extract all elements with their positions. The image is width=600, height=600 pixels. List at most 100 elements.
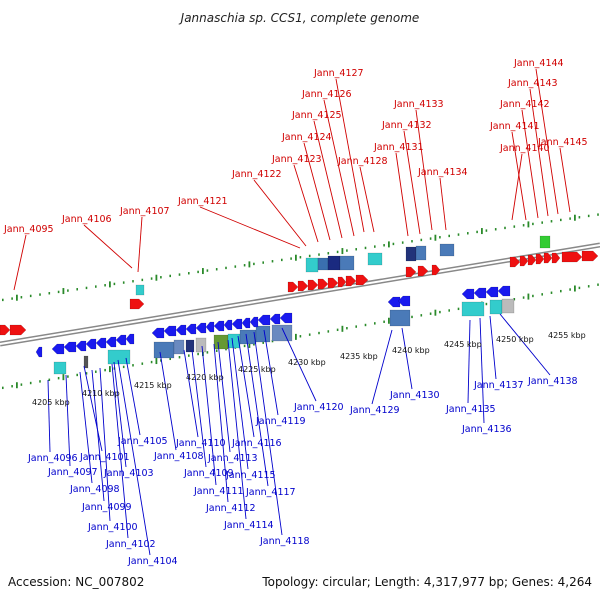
reverse-gene-label: Jann_4115: [225, 470, 276, 481]
reverse-gene-arrow: [85, 338, 97, 350]
reverse-gene-label: Jann_4113: [207, 453, 258, 464]
backbone-layer: [0, 242, 600, 347]
tick-dot: [178, 356, 181, 359]
tick-dot: [513, 297, 516, 301]
tick-dot: [346, 327, 348, 330]
domain-box: [153, 341, 175, 359]
tick-dot: [243, 344, 246, 348]
forward-gene-arrow: [527, 254, 537, 266]
backbone-highlight: [0, 244, 600, 345]
forward-label-line: [303, 142, 331, 241]
tick-major: [481, 228, 483, 235]
reverse-gene-arrow: [249, 316, 259, 328]
domain-box: [213, 334, 229, 350]
tick-dot: [532, 222, 534, 226]
tick-dot: [411, 315, 413, 319]
reverse-label-line: [117, 359, 151, 556]
reverse-label-line: [245, 333, 269, 487]
tick-major: [248, 261, 251, 268]
tick-dot: [141, 362, 144, 365]
forward-label-line: [335, 78, 365, 233]
tick-major: [109, 281, 111, 288]
reverse-gene-arrow: [151, 327, 165, 339]
forward-gene-label: Jann_4144: [513, 58, 564, 69]
tick-dot: [355, 248, 357, 251]
reverse-gene-label: Jann_4104: [127, 556, 178, 567]
forward-label-line: [323, 99, 355, 237]
reverse-gene-label: Jann_4102: [105, 539, 156, 550]
tick-major: [16, 382, 18, 389]
tick-dot: [411, 240, 413, 243]
forward-label-line: [439, 177, 447, 231]
tick-dot: [11, 385, 13, 388]
reverse-gene-arrow: [63, 341, 77, 353]
tick-dot: [327, 252, 330, 255]
reverse-gene-label: Jann_4096: [27, 453, 78, 464]
tick-dot: [271, 260, 274, 263]
forward-gene-label: Jann_4133: [393, 99, 444, 110]
tick-dot: [485, 302, 488, 306]
tick-dot: [76, 373, 78, 377]
reverse-gene-label: Jann_4108: [153, 451, 204, 462]
forward-label-line: [13, 234, 27, 291]
reverse-label-line: [253, 331, 283, 536]
tick-dot: [48, 292, 51, 295]
tick-dot: [253, 343, 255, 346]
tick-dot: [467, 232, 469, 235]
tick-dot: [39, 293, 41, 296]
tick-dot: [364, 323, 367, 327]
tick-major: [62, 374, 65, 381]
reverse-gene-arrow: [35, 346, 43, 358]
domain-box: [53, 361, 67, 375]
tick-dot: [2, 298, 4, 302]
tick-major: [574, 285, 576, 292]
feature-layer: [53, 235, 551, 375]
tick-dot: [271, 339, 274, 343]
tick-dot: [150, 277, 153, 280]
domain-box: [255, 325, 271, 343]
reverse-gene-arrow: [185, 323, 197, 335]
forward-label-line: [83, 224, 133, 269]
reverse-gene-label: Jann_4097: [47, 467, 98, 478]
tick-dot: [2, 386, 4, 390]
tick-dot: [318, 253, 320, 256]
tick-dot: [206, 269, 209, 272]
tick-dot: [513, 225, 516, 228]
forward-gene-arrow: [561, 251, 583, 263]
tick-dot: [346, 249, 348, 252]
scale-label: 4205 kbp: [32, 398, 70, 407]
tick-dot: [225, 347, 227, 351]
reverse-gene-arrow: [269, 313, 281, 325]
tick-dot: [364, 246, 367, 250]
tick-dot: [476, 230, 478, 234]
forward-label-line: [403, 130, 421, 235]
forward-gene-label: Jann_4123: [271, 154, 322, 165]
tick-dot: [522, 296, 525, 299]
forward-gene-label: Jann_4131: [373, 142, 424, 153]
forward-label-line: [529, 88, 549, 217]
tick-dot: [597, 213, 599, 216]
tick-dot: [29, 294, 32, 298]
domain-box: [173, 339, 185, 355]
tick-dot: [160, 359, 162, 362]
reverse-gene-label: Jann_4111: [193, 486, 244, 497]
tick-dot: [253, 262, 255, 266]
tick-dot: [457, 307, 460, 311]
tick-dot: [550, 291, 553, 294]
tick-dot: [95, 285, 97, 288]
tick-dot: [11, 297, 13, 300]
tick-dot: [262, 341, 264, 344]
forward-gene-label: Jann_4127: [313, 68, 364, 79]
forward-gene-label: Jann_4107: [119, 206, 170, 217]
reverse-gene-arrow: [125, 333, 135, 345]
tick-dot: [85, 286, 88, 290]
reverse-label-line: [159, 351, 177, 451]
tick-major: [527, 293, 530, 300]
tick-dot: [522, 224, 525, 227]
forward-gene-arrow: [355, 274, 369, 286]
forward-gene-arrow: [431, 264, 441, 276]
forward-label-line: [511, 131, 527, 221]
tick-dot: [541, 221, 543, 224]
